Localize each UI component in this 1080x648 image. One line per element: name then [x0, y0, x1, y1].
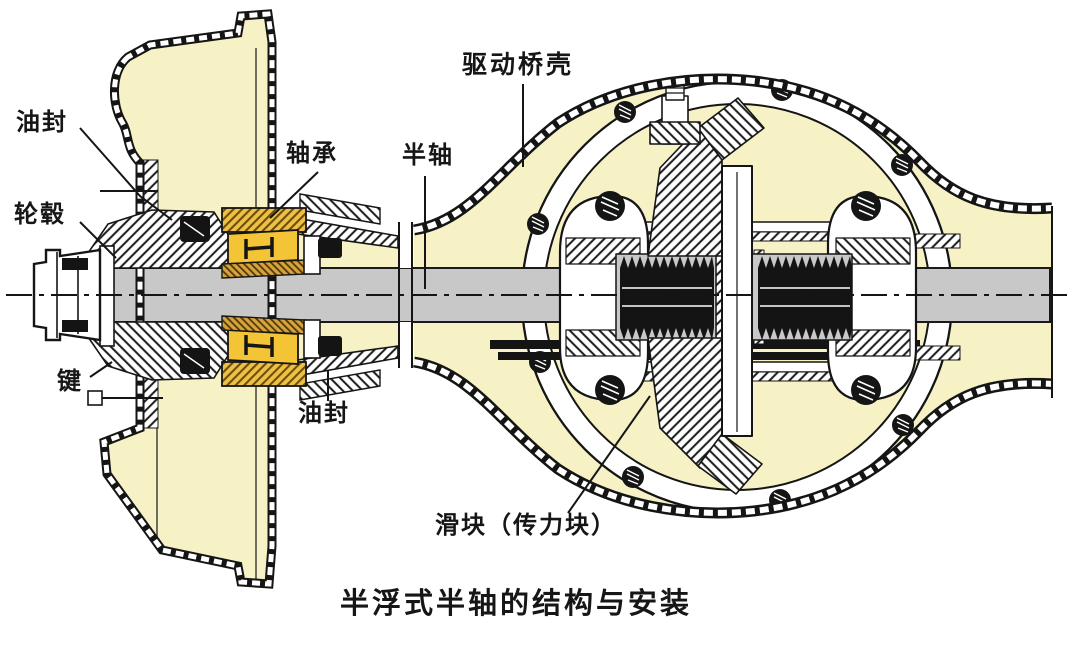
label-slider-block: 滑块（传力块） — [435, 511, 617, 539]
tube-break — [398, 222, 413, 368]
drum-wall — [99, 9, 277, 589]
leader-wheel-hub — [79, 221, 117, 259]
wheel-bearing — [221, 207, 321, 387]
housing-wall — [412, 73, 1053, 519]
diff-bearing-block-left — [558, 190, 650, 406]
inboard-oil-seal — [318, 238, 342, 356]
label-drive-axle-housing: 驱动桥壳 — [462, 50, 575, 79]
differential-assembly — [490, 81, 961, 495]
outer-oil-seal — [180, 216, 210, 374]
lower-bevel-gear-slider-block — [647, 337, 763, 495]
diff-bearing-block-right — [826, 190, 918, 406]
backing-plate-top — [299, 193, 381, 225]
leader-lines — [79, 84, 651, 514]
pinion-stud-nut — [649, 121, 701, 145]
leader-bearing — [269, 171, 319, 219]
upper-bevel-gear — [647, 81, 765, 257]
label-half-shaft: 半轴 — [402, 141, 454, 169]
shaft-splines — [615, 253, 853, 341]
leader-oil-seal-top — [79, 127, 173, 221]
label-key: 键 — [57, 367, 83, 395]
diagram-caption: 半浮式半轴的结构与安装 — [340, 586, 693, 620]
leader-key — [89, 361, 113, 378]
label-oil-seal-bottom: 油封 — [298, 399, 350, 427]
label-oil-seal-top: 油封 — [16, 108, 68, 136]
label-wheel-hub: 轮毂 — [14, 200, 66, 228]
differential-cross-pin — [721, 165, 753, 437]
label-bearing: 轴承 — [286, 139, 338, 167]
leader-slider-block — [567, 395, 651, 514]
backing-plate-bottom — [299, 369, 381, 401]
